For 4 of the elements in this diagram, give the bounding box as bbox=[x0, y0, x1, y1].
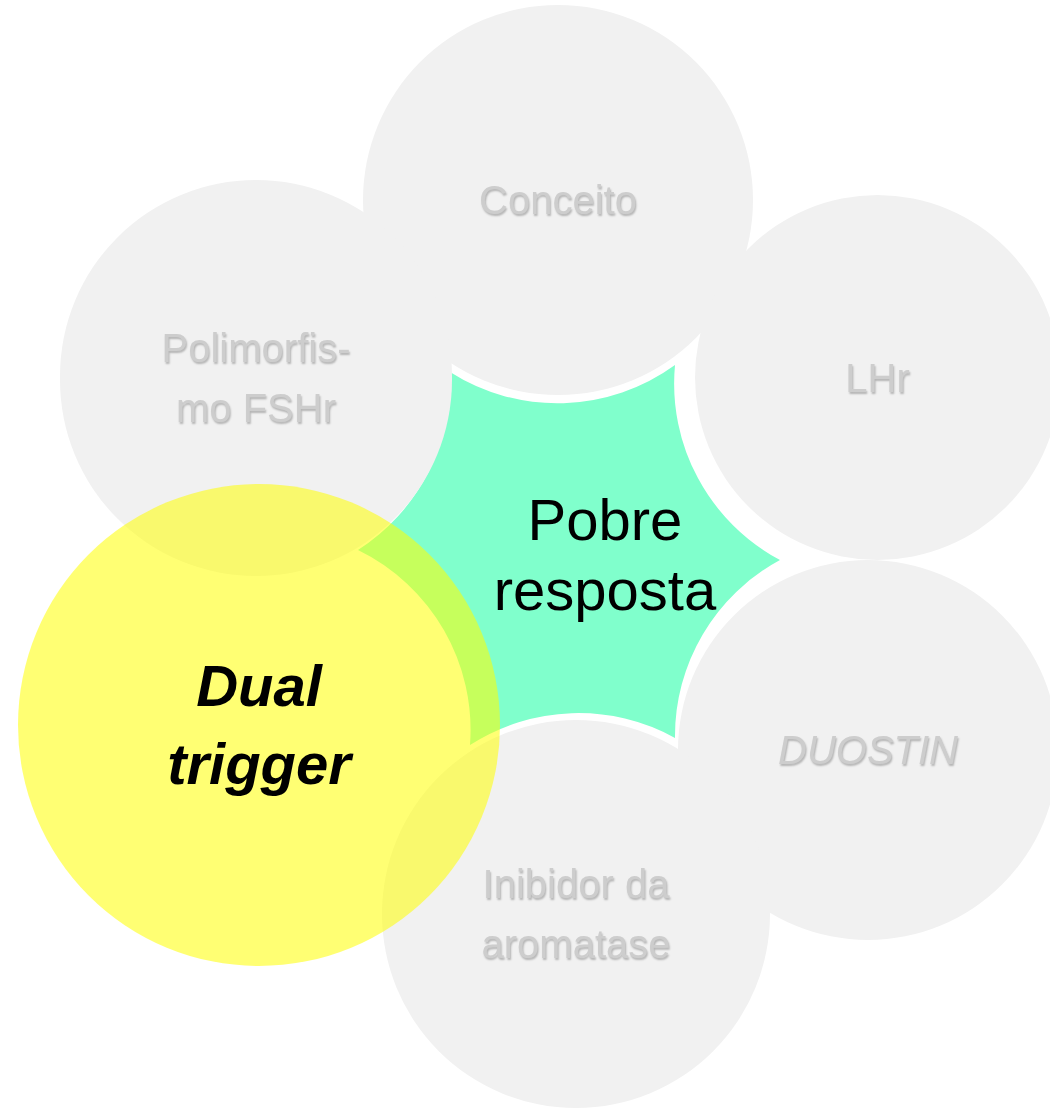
node-label: Dual trigger bbox=[139, 646, 379, 804]
node-label: Conceito bbox=[478, 177, 638, 224]
node-label: DUOSTIN bbox=[777, 727, 959, 774]
node-label: LHr bbox=[844, 354, 911, 402]
